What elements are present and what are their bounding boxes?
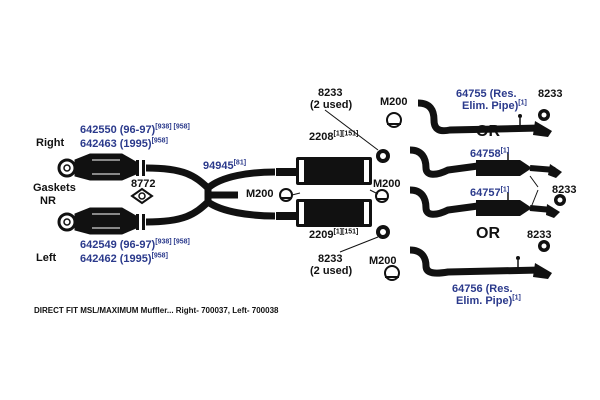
gasket-8772-shape — [130, 187, 154, 205]
label-gaskets: Gaskets — [33, 182, 76, 194]
pipe-94945 — [205, 168, 276, 191]
part-94945: 94945[81] — [203, 159, 247, 172]
leader-lines — [291, 109, 539, 253]
hanger-8233-lower-left — [376, 225, 390, 239]
label-right: Right — [36, 137, 65, 149]
label-or-top: OR — [476, 123, 500, 140]
part-64755-line2: Elim. Pipe)[1] — [462, 99, 527, 112]
part-2208: 2208[1][151] — [309, 130, 359, 143]
footer-note: DIRECT FIT MSL/MAXIMUM Muffler... Right-… — [34, 306, 279, 315]
hanger-8233-bottom-right — [538, 240, 550, 252]
label-m200-top: M200 — [380, 96, 408, 108]
clamp-m200-mid — [279, 188, 293, 202]
clamp-m200-center — [375, 189, 389, 203]
part-8233-top-right: 8233 — [538, 88, 563, 100]
part-64758: 64758[1] — [470, 147, 510, 160]
pipe-64755 — [417, 99, 552, 137]
label-left: Left — [36, 252, 57, 264]
gasket-left — [136, 214, 145, 230]
clamp-m200-top — [386, 112, 402, 128]
part-642463: 642463 (1995)[958] — [80, 137, 168, 150]
right-catalytic-converter — [57, 153, 137, 181]
part-2209: 2209[1][151] — [309, 228, 359, 241]
y-pipe — [145, 164, 212, 226]
part-8233-top-left: 8233 — [318, 87, 343, 99]
hanger-8233-mid-right — [554, 194, 566, 206]
label-or-bottom: OR — [476, 225, 500, 242]
clamp-m200-bottom — [384, 265, 400, 281]
part-64755: 64755 (Res. — [456, 88, 517, 100]
hanger-8233-upper-left — [376, 149, 390, 163]
label-m200-bottom: M200 — [369, 255, 397, 267]
label-2-used-bottom: (2 used) — [310, 265, 353, 277]
muffler-64757 — [409, 186, 560, 218]
hanger-8233-top-right — [538, 109, 550, 121]
label-m200-mid: M200 — [246, 188, 274, 200]
pipe-64756 — [409, 246, 552, 279]
part-8772: 8772 — [131, 178, 156, 190]
part-8233-mid-right: 8233 — [552, 184, 577, 196]
muffler-64758 — [409, 146, 562, 178]
part-64756: 64756 (Res. — [452, 283, 513, 295]
part-64756-line2: Elim. Pipe)[1] — [456, 294, 521, 307]
label-nr: NR — [40, 195, 56, 207]
label-m200-center: M200 — [373, 178, 401, 190]
muffler-2209 — [276, 199, 372, 227]
part-64757: 64757[1] — [470, 186, 510, 199]
part-642549: 642549 (96-97)[938] [958] — [80, 238, 190, 251]
gasket-right — [136, 160, 145, 176]
muffler-2208 — [276, 157, 372, 185]
part-8233-bottom-right: 8233 — [527, 229, 552, 241]
part-8233-bottom-left: 8233 — [318, 253, 343, 265]
left-catalytic-converter — [57, 207, 137, 235]
label-2-used-top: (2 used) — [310, 99, 353, 111]
part-642462: 642462 (1995)[958] — [80, 252, 168, 265]
part-642550: 642550 (96-97)[938] [958] — [80, 123, 190, 136]
